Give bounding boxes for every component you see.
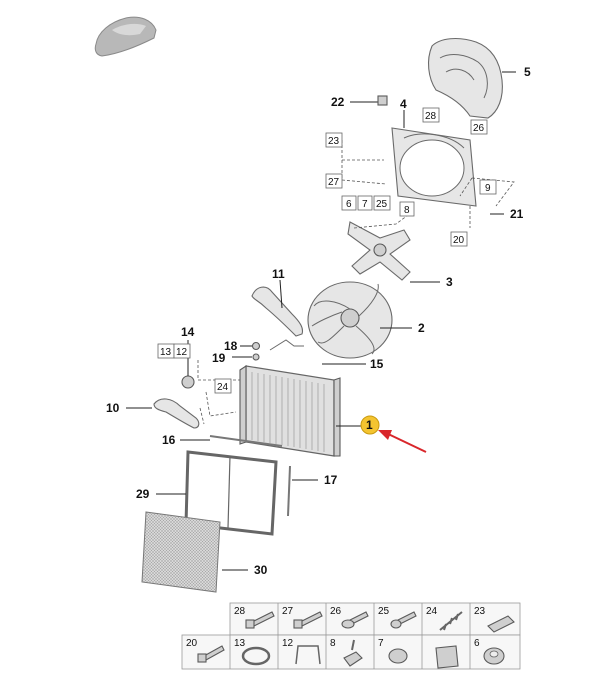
legend-cell-26[interactable]: 26 bbox=[330, 606, 369, 629]
callout-25[interactable]: 25 bbox=[376, 199, 388, 210]
callout-10[interactable]: 10 bbox=[106, 401, 120, 415]
legend-label-20: 20 bbox=[186, 638, 198, 649]
callout-23[interactable]: 23 bbox=[328, 136, 340, 147]
callout-1-highlight bbox=[360, 415, 380, 435]
pipe-bracket bbox=[269, 339, 304, 351]
clip-icon bbox=[439, 611, 463, 631]
callout-1[interactable]: 1 bbox=[366, 418, 373, 432]
callout-29[interactable]: 29 bbox=[136, 487, 150, 501]
pin-icon bbox=[343, 651, 363, 667]
callout-28[interactable]: 28 bbox=[425, 111, 437, 122]
callout-2[interactable]: 2 bbox=[418, 321, 425, 335]
sleeve-icon bbox=[435, 645, 459, 669]
side-seal bbox=[287, 465, 291, 517]
leader-lines bbox=[126, 71, 516, 571]
fan-shroud bbox=[427, 37, 503, 119]
callout-18[interactable]: 18 bbox=[224, 339, 238, 353]
nut-part bbox=[377, 95, 388, 106]
fan-bracket bbox=[347, 221, 411, 281]
legend-cell-13[interactable]: 13 bbox=[234, 638, 271, 666]
grille-mesh bbox=[141, 511, 221, 593]
bolt-part bbox=[252, 353, 260, 361]
callout-12[interactable]: 12 bbox=[176, 347, 188, 358]
box-7 bbox=[357, 195, 373, 211]
box-24 bbox=[214, 378, 232, 394]
legend-label-7: 7 bbox=[378, 638, 384, 649]
legend-cell-27[interactable]: 27 bbox=[282, 606, 323, 629]
legend-label-12: 12 bbox=[282, 638, 294, 649]
legend-cell-12[interactable]: 12 bbox=[282, 638, 321, 665]
fan-frame bbox=[391, 127, 477, 207]
callout-19[interactable]: 19 bbox=[212, 351, 226, 365]
box-23 bbox=[325, 132, 343, 148]
callout-4[interactable]: 4 bbox=[400, 97, 407, 111]
callout-9[interactable]: 9 bbox=[485, 183, 491, 194]
callout-15[interactable]: 15 bbox=[370, 357, 384, 371]
upper-hose bbox=[251, 286, 304, 337]
cap-part bbox=[181, 375, 195, 389]
callout-30[interactable]: 30 bbox=[254, 563, 268, 577]
legend-label-27: 27 bbox=[282, 606, 294, 617]
cooling-fan bbox=[307, 281, 393, 359]
callout-20[interactable]: 20 bbox=[453, 235, 465, 246]
legend-cell-blank bbox=[435, 645, 459, 669]
legend-cell-20[interactable]: 20 bbox=[186, 638, 225, 663]
legend-cell-7[interactable]: 7 bbox=[378, 638, 408, 664]
legend-cell-6[interactable]: 6 bbox=[474, 638, 505, 665]
legend-cell-28[interactable]: 28 bbox=[234, 606, 275, 629]
box-9 bbox=[479, 179, 497, 195]
highlight-arrow bbox=[378, 430, 427, 453]
box-27 bbox=[325, 173, 343, 189]
callout-27[interactable]: 27 bbox=[328, 177, 340, 188]
callout-7[interactable]: 7 bbox=[362, 199, 368, 210]
callout-24[interactable]: 24 bbox=[217, 382, 229, 393]
wire-clip-icon bbox=[295, 645, 321, 665]
legend-label-24: 24 bbox=[426, 606, 438, 617]
callout-22[interactable]: 22 bbox=[331, 95, 345, 109]
callout-16[interactable]: 16 bbox=[162, 433, 176, 447]
hose-clamp-icon bbox=[241, 646, 271, 666]
box-20 bbox=[450, 231, 468, 247]
radiator-frame bbox=[184, 450, 278, 536]
callout-3[interactable]: 3 bbox=[446, 275, 453, 289]
legend-label-26: 26 bbox=[330, 606, 342, 617]
legend-label-6: 6 bbox=[474, 638, 480, 649]
box-6 bbox=[341, 195, 357, 211]
callout-21[interactable]: 21 bbox=[510, 207, 524, 221]
callout-6[interactable]: 6 bbox=[346, 199, 352, 210]
callout-5[interactable]: 5 bbox=[524, 65, 531, 79]
fastener-legend: 28 27 26 25 24 23 20 bbox=[181, 602, 521, 670]
legend-label-23: 23 bbox=[474, 606, 486, 617]
box-12 bbox=[173, 343, 191, 359]
box-8 bbox=[399, 201, 415, 217]
legend-cell-23[interactable]: 23 bbox=[474, 606, 515, 633]
legend-label-8: 8 bbox=[330, 638, 336, 649]
box-26 bbox=[470, 119, 488, 135]
box-28 bbox=[422, 107, 440, 123]
callout-14[interactable]: 14 bbox=[181, 325, 195, 339]
legend-cell-8[interactable]: 8 bbox=[330, 638, 363, 667]
lower-hose bbox=[153, 398, 200, 429]
box-25 bbox=[373, 195, 391, 211]
callout-26[interactable]: 26 bbox=[473, 123, 485, 134]
seal-strip bbox=[209, 435, 283, 447]
callout-8[interactable]: 8 bbox=[404, 205, 410, 216]
grommet-icon bbox=[388, 648, 408, 664]
callout-11[interactable]: 11 bbox=[272, 267, 285, 281]
legend-label-13: 13 bbox=[234, 638, 246, 649]
car-thumbnail-icon bbox=[94, 16, 157, 57]
legend-cell-25[interactable]: 25 bbox=[378, 606, 417, 629]
clip-part bbox=[251, 341, 261, 351]
bracket-icon bbox=[487, 615, 515, 633]
legend-cell-24[interactable]: 24 bbox=[426, 606, 463, 631]
legend-label-28: 28 bbox=[234, 606, 246, 617]
legend-label-25: 25 bbox=[378, 606, 390, 617]
callout-17[interactable]: 17 bbox=[324, 473, 338, 487]
callout-13[interactable]: 13 bbox=[160, 347, 172, 358]
radiator bbox=[239, 364, 341, 457]
